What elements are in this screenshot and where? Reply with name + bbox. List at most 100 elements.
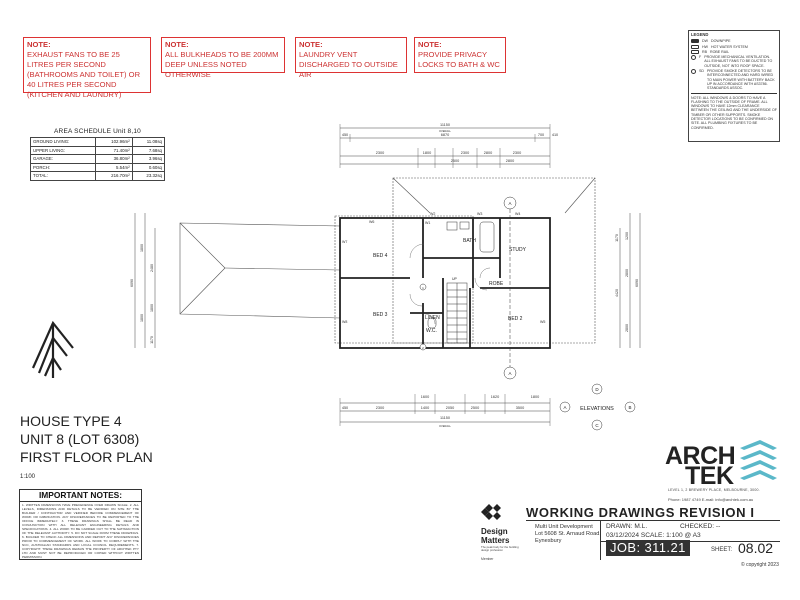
dimension-text: 6090 [635,279,639,287]
room-label-wc: W.C. [426,328,437,334]
staircase [446,282,468,344]
note-exhaust-fans: NOTE: EXHAUST FANS TO BE 25 LITRES PER S… [23,37,151,99]
archtek-logo: ARCH TEK [665,444,736,490]
exhaust-fan-symbol-icon [691,55,696,61]
area-schedule-title: AREA SCHEDULE Unit 8,10 [54,128,141,135]
note-heading: NOTE: [418,40,442,49]
dimension-text: 11150 [440,416,450,420]
dimension-text: 2300 [461,151,469,155]
legend-symbol: SD [699,69,704,74]
dimension-text: 2500 [451,159,459,163]
project-line: Lot 5608 St. Arnaud Road, [535,531,601,537]
elevation-marker-label: C [595,423,599,428]
dimension-text: 11150 [440,123,450,127]
archtek-logo-line: TEK [685,462,734,490]
legend-symbol: HW [702,44,708,49]
note-heading: NOTE: [165,40,189,49]
design-matters-name: Design Matters [481,527,509,545]
section-marker-icon [419,343,427,351]
legend-note: NOTE: ALL WINDOWS & DOORS TO HAVE A FLAS… [691,95,777,130]
dimension-text: 1800 [140,244,144,252]
elevation-marker-icon [559,401,571,413]
dimension-text: 6870 [441,133,449,137]
dimension-text: 2800 [625,269,629,277]
area-schedule: AREA SCHEDULE Unit 8,10 GROUND LIVING:10… [30,128,166,186]
elevation-marker-label: B [628,405,631,410]
dimension-text: 2800 [506,159,514,163]
legend-label: PROVIDE MECHANICAL VENTILATION. ALL EXHA… [704,55,773,68]
archtek-chevron-icon [740,440,777,480]
note-heading: NOTE: [299,40,323,49]
note-heading: NOTE: [27,40,51,49]
elevation-marker-icon [624,401,636,413]
area-name: GROUND LIVING: [30,137,96,147]
sheet-label: SHEET: [711,547,733,553]
room-label-bed-2: BED 2 [508,316,523,322]
section-marker-icon [419,283,427,291]
design-matters-member: Member [481,557,494,561]
stair-up-label: UP [452,277,458,281]
area-sq: 23.32sq [131,171,166,181]
dimension-text: 1170 [150,336,154,344]
legend-divider [691,92,777,94]
note-text: LAUNDRY VENT DISCHARGED TO OUTSIDE AIR [299,50,398,79]
design-matters-line: Matters [481,536,510,545]
note-privacy-locks: NOTE: PROVIDE PRIVACY LOCKS TO BATH & WC [414,37,506,73]
project-details: Multi Unit Development Lot 5608 St. Arna… [535,524,601,545]
note-bulkheads: NOTE: ALL BULKHEADS TO BE 200mm DEEP UNL… [161,37,285,79]
section-marker-label: A [508,201,511,206]
elevation-marker-icon [591,419,603,431]
door-swings [409,243,491,325]
dimension-text: 2480 [150,264,154,272]
dimension-text: OVERALL [439,424,452,428]
section-markers [419,196,517,380]
north-arrow-icon [31,320,74,378]
floor-plan-walls [339,217,551,349]
legend-label: HOT WATER SYSTEM [711,44,748,49]
room-label-robe: ROBE [489,281,504,287]
section-marker-label: A [508,371,511,376]
window-tag: W3 [477,212,482,216]
important-notes-body: 1. WRITTEN DIMENSIONS HAVE PRECEDENCE OV… [22,503,139,559]
hot-water-symbol-icon [691,44,699,49]
window-tag: W2 [430,212,435,216]
dimension-text: 2300 [513,151,521,155]
note-text: ALL BULKHEADS TO BE 200mm DEEP UNLESS NO… [165,50,279,79]
archtek-contact: Phone: 1987 4749 E-mail: info@archtek.co… [668,497,754,502]
smoke-detector-symbol-icon [691,69,696,75]
unit-lot-title: UNIT 8 (LOT 6308) [20,431,140,447]
job-number: JOB: 311.21 [606,540,690,556]
section-marker-label: 1 [422,286,424,290]
area-name: UPPER LIVING: [30,145,96,155]
project-line: Multi Unit Development [535,524,593,530]
dimension-text: 450 [342,133,348,137]
date-scale: 03/12/2024 SCALE: 1:100 @ A3 [606,532,701,539]
note-text: PROVIDE PRIVACY LOCKS TO BATH & WC [418,50,500,69]
note-text: EXHAUST FANS TO BE 25 LITRES PER SECOND … [27,50,141,99]
dimension-text: 2300 [376,151,384,155]
legend-symbol: RB [702,49,707,54]
title-block-divider [526,520,780,521]
dimension-text: 1200 [625,232,629,240]
dimension-text: 1800 [140,314,144,322]
note-laundry-vent: NOTE: LAUNDRY VENT DISCHARGED TO OUTSIDE… [295,37,407,79]
legend-heading: LEGEND [691,32,709,37]
title-block-divider [600,520,601,560]
area-name: TOTAL: [30,171,96,181]
legend-symbol: F [699,55,702,60]
dimension-text: 1400 [421,406,429,410]
bath-fixtures [427,221,495,329]
window-tag: W7 [342,240,347,244]
drawing-title: FIRST FLOOR PLAN [20,449,153,465]
elevation-marker-label: D [595,387,599,392]
drawing-status: WORKING DRAWINGS REVISION I [526,505,755,520]
downpipe-symbol-icon [691,39,699,44]
legend-symbol: DW [702,39,708,44]
archtek-address: LEVEL 1, 2 BREWERY PLACE, MELBOURNE, 300… [668,488,760,492]
